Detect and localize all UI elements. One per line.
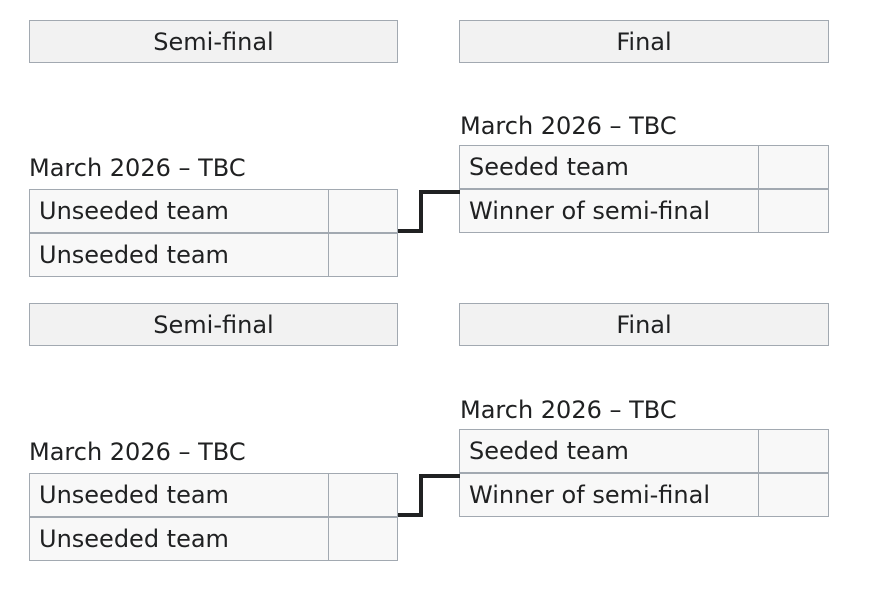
team-name: Unseeded team — [29, 517, 329, 561]
team-score — [328, 473, 398, 517]
match-date-final: March 2026 – TBC — [460, 396, 677, 424]
bracket: Semi-final Final March 2026 – TBC Seeded… — [0, 0, 871, 284]
round-header-label: Semi-final — [153, 27, 274, 56]
team-score — [328, 189, 398, 233]
round-header-label: Semi-final — [153, 310, 274, 339]
round-header-semi-final: Semi-final — [29, 20, 398, 63]
team-score — [328, 517, 398, 561]
bracket-connector — [398, 190, 460, 233]
round-header-final: Final — [459, 20, 829, 63]
bracket-connector — [398, 474, 460, 517]
team-score — [758, 145, 829, 189]
team-name: Unseeded team — [29, 189, 329, 233]
team-name: Unseeded team — [29, 233, 329, 277]
team-score — [758, 473, 829, 517]
round-header-semi-final: Semi-final — [29, 303, 398, 346]
team-name: Winner of semi-final — [459, 473, 759, 517]
bracket: Semi-final Final March 2026 – TBC Seeded… — [0, 283, 871, 567]
round-header-label: Final — [616, 310, 672, 339]
round-header-label: Final — [616, 27, 672, 56]
team-score — [328, 233, 398, 277]
match-date-semi-final: March 2026 – TBC — [29, 154, 246, 182]
team-name: Seeded team — [459, 429, 759, 473]
round-header-final: Final — [459, 303, 829, 346]
match-date-semi-final: March 2026 – TBC — [29, 438, 246, 466]
team-name: Winner of semi-final — [459, 189, 759, 233]
team-name: Unseeded team — [29, 473, 329, 517]
team-name: Seeded team — [459, 145, 759, 189]
match-date-final: March 2026 – TBC — [460, 112, 677, 140]
team-score — [758, 189, 829, 233]
team-score — [758, 429, 829, 473]
